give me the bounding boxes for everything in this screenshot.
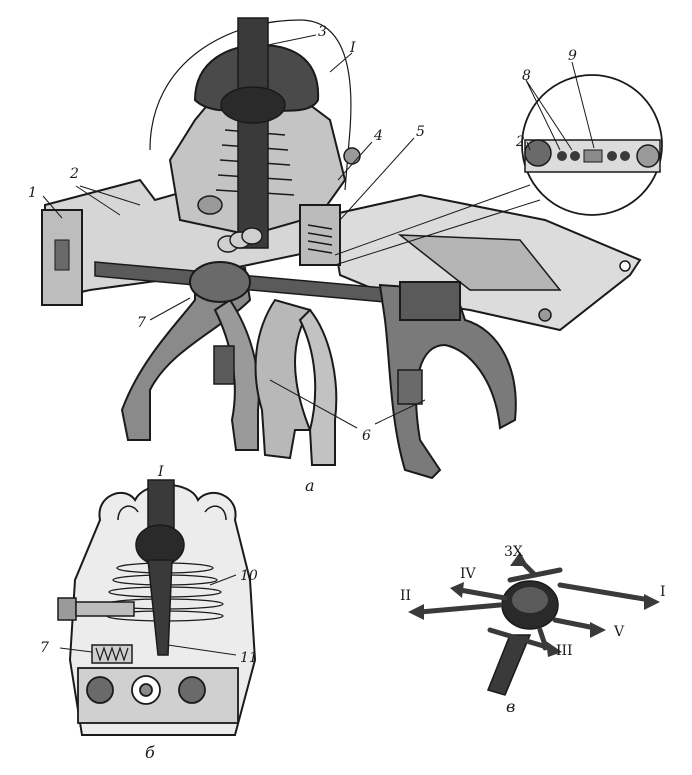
mounting-bolt	[538, 308, 552, 322]
cover-outline-contour	[149, 19, 352, 191]
gear-label-reverse: 3X	[504, 544, 523, 560]
detail-ball-d	[620, 151, 630, 161]
caption-b: б	[145, 743, 155, 762]
callout-leaders-a	[42, 34, 595, 429]
section-b-rails	[77, 667, 239, 724]
section-b-lever-lower	[147, 559, 173, 656]
callout-1: 1	[28, 185, 37, 201]
view-v-shift-pattern: 3X I II III IV V в	[400, 544, 666, 716]
shift-fork-middle-arm	[298, 308, 338, 466]
lever-ball-joint	[220, 86, 286, 124]
detail-ball-8a	[557, 151, 567, 161]
housing-right-pocket	[397, 234, 562, 291]
section-b-ball	[135, 524, 185, 566]
section-b-bolt	[57, 597, 135, 621]
section-b-leaders	[59, 574, 237, 656]
callout-8: 8	[522, 68, 531, 84]
fork-tab-2	[397, 369, 423, 405]
shift-fork-right	[378, 283, 517, 480]
caption-a: а	[305, 476, 315, 495]
fork-tab-1	[213, 345, 235, 385]
callout-3: 3	[318, 24, 327, 40]
detent-spring	[307, 224, 333, 254]
detail-ball-8b	[570, 151, 580, 161]
flange-hole	[54, 239, 70, 271]
fork-hub-left	[189, 261, 251, 303]
shift-fork-left-arm	[213, 298, 260, 451]
callout-5: 5	[416, 124, 425, 140]
view-a-cutaway: 1 2 3 I 4 5 6 7 8 9 2 а	[28, 17, 663, 495]
callout-roman-I: I	[349, 40, 356, 56]
callout-b-roman-I: I	[157, 464, 164, 480]
view-b-section: I 10 7 11 б	[40, 464, 258, 762]
callout-10: 10	[240, 568, 258, 584]
callout-7: 7	[137, 315, 146, 331]
gear-label-first: I	[660, 584, 666, 600]
callout-4: 4	[373, 128, 383, 144]
callout-b-7: 7	[40, 640, 49, 656]
gear-label-fourth: IV	[460, 566, 477, 582]
lever-lower-spring	[217, 227, 263, 253]
detail-ball-2	[524, 139, 552, 167]
callout-9: 9	[568, 48, 577, 64]
pattern-knob-top	[512, 587, 548, 613]
gear-label-second: II	[400, 588, 411, 604]
gear-label-third: III	[556, 643, 573, 659]
detail-end-ball	[636, 144, 660, 168]
fork-right-block	[399, 281, 461, 321]
gear-lever-shaft	[237, 17, 269, 249]
detail-pin-9	[583, 149, 603, 163]
shift-pattern-arrowheads	[408, 552, 660, 657]
section-b-detent	[91, 644, 133, 664]
gear-label-fifth: V	[613, 624, 625, 640]
housing-bolt-left	[197, 195, 223, 215]
shift-fork-middle	[254, 298, 312, 460]
callout-11: 11	[240, 650, 258, 666]
caption-v: в	[506, 697, 515, 716]
pattern-lever-stem	[486, 634, 532, 696]
detail-ball-c	[607, 151, 617, 161]
detail-circle	[521, 74, 663, 216]
bolt-head-top	[343, 147, 361, 165]
shift-pattern-arrows	[417, 557, 653, 651]
callout-6: 6	[362, 428, 371, 444]
callout-2-left: 2	[69, 166, 79, 182]
detail-leader-lines	[334, 184, 541, 266]
section-b-ears	[117, 505, 227, 521]
callout-2-detail: 2	[515, 134, 525, 150]
mounting-hole	[619, 260, 631, 272]
